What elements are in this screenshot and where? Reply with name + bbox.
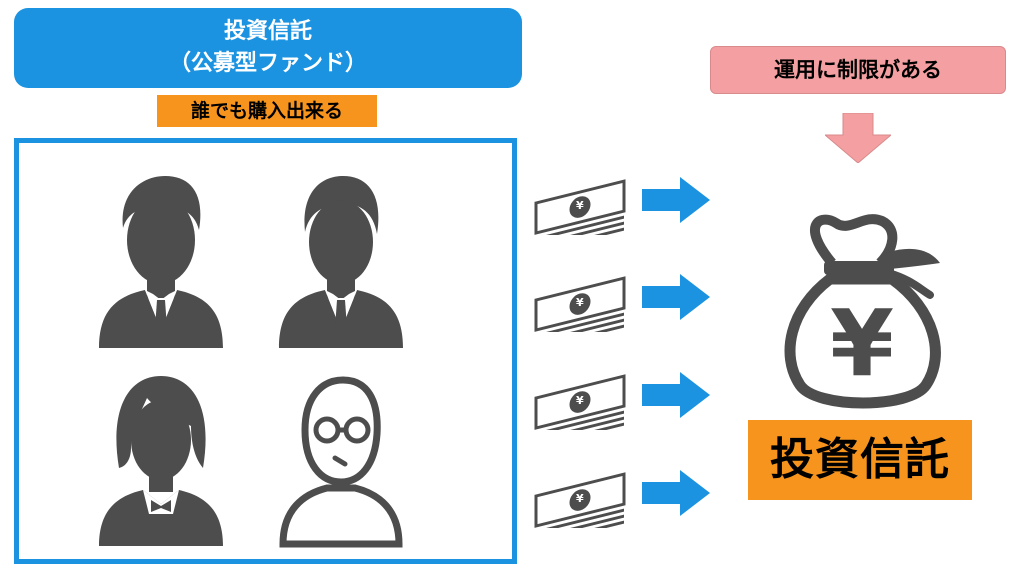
arrow-right-icon — [642, 274, 710, 320]
arrow-right-icon — [642, 470, 710, 516]
svg-text:¥: ¥ — [576, 394, 584, 407]
yen-symbol: ¥ — [830, 290, 894, 397]
businesswoman-icon — [99, 376, 223, 546]
title-box: 投資信託 （公募型ファンド） — [14, 8, 522, 88]
young-businessman-icon — [279, 176, 403, 348]
yen-banknote-stack-icon: ¥ — [534, 179, 626, 235]
svg-text:¥: ¥ — [576, 296, 584, 309]
money-bag-icon: ¥ — [784, 214, 941, 409]
subtitle-tag: 誰でも購入出来る — [157, 95, 377, 127]
arrow-right-icon — [642, 372, 710, 418]
yen-banknote-stack-icon: ¥ — [534, 472, 626, 528]
title-line-2: （公募型ファンド） — [168, 51, 367, 76]
arrow-right-icon — [642, 177, 710, 223]
svg-text:¥: ¥ — [576, 199, 584, 212]
arrow-down-icon — [825, 113, 891, 163]
businessman-icon — [99, 176, 223, 348]
fund-label: 投資信託 — [748, 420, 972, 500]
svg-text:¥: ¥ — [576, 492, 584, 505]
elderly-man-glasses-icon — [279, 376, 403, 548]
yen-banknote-stack-icon: ¥ — [534, 374, 626, 430]
title-line-1: 投資信託 — [223, 19, 312, 44]
restriction-label: 運用に制限がある — [710, 46, 1006, 94]
investors-frame — [14, 138, 517, 564]
yen-banknote-stack-icon: ¥ — [534, 276, 626, 332]
